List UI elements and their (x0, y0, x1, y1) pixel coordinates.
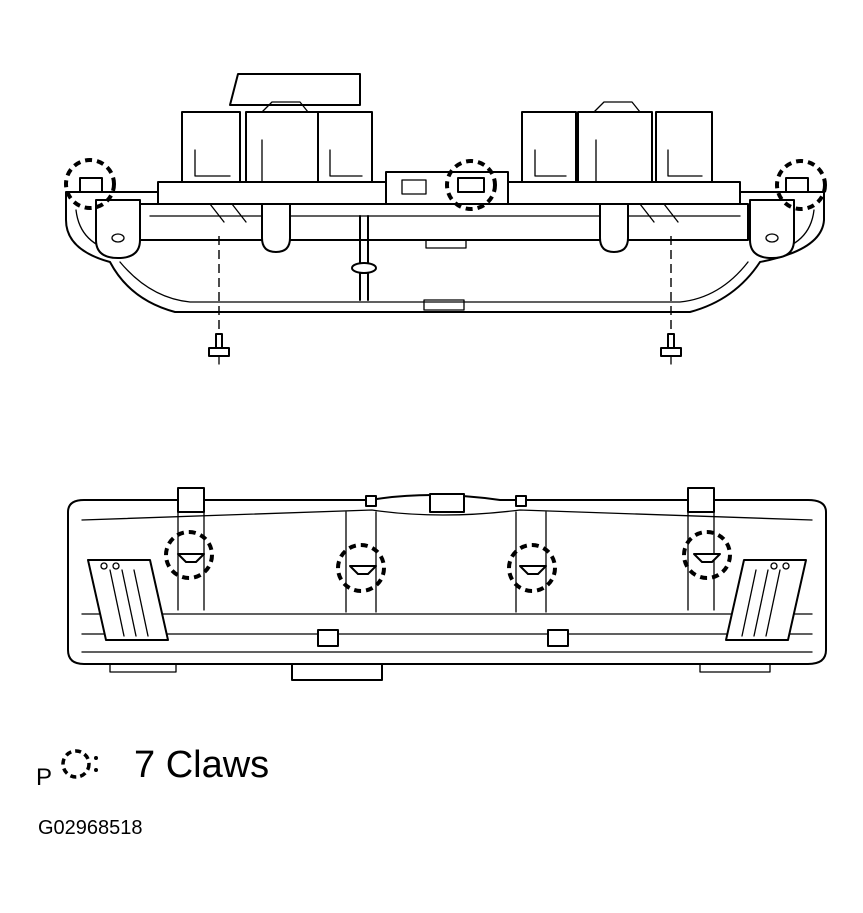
claw-marker (64, 158, 116, 210)
legend-prefix: P (36, 764, 53, 791)
claw-marker (336, 543, 386, 593)
claw-marker (445, 159, 497, 211)
figure-id: G02968518 (38, 817, 143, 839)
dashed-circle-icon (61, 749, 98, 779)
meter-case-bottom-view (67, 487, 827, 681)
claw-marker (164, 530, 214, 580)
legend-label: 7 Claws (134, 744, 270, 786)
claw-marker (507, 543, 557, 593)
claw-marker (775, 159, 827, 211)
meter-assembly-top-view (64, 73, 827, 365)
claw-marker (682, 530, 732, 580)
screw-icon (208, 333, 230, 365)
screw-icon (660, 333, 682, 365)
